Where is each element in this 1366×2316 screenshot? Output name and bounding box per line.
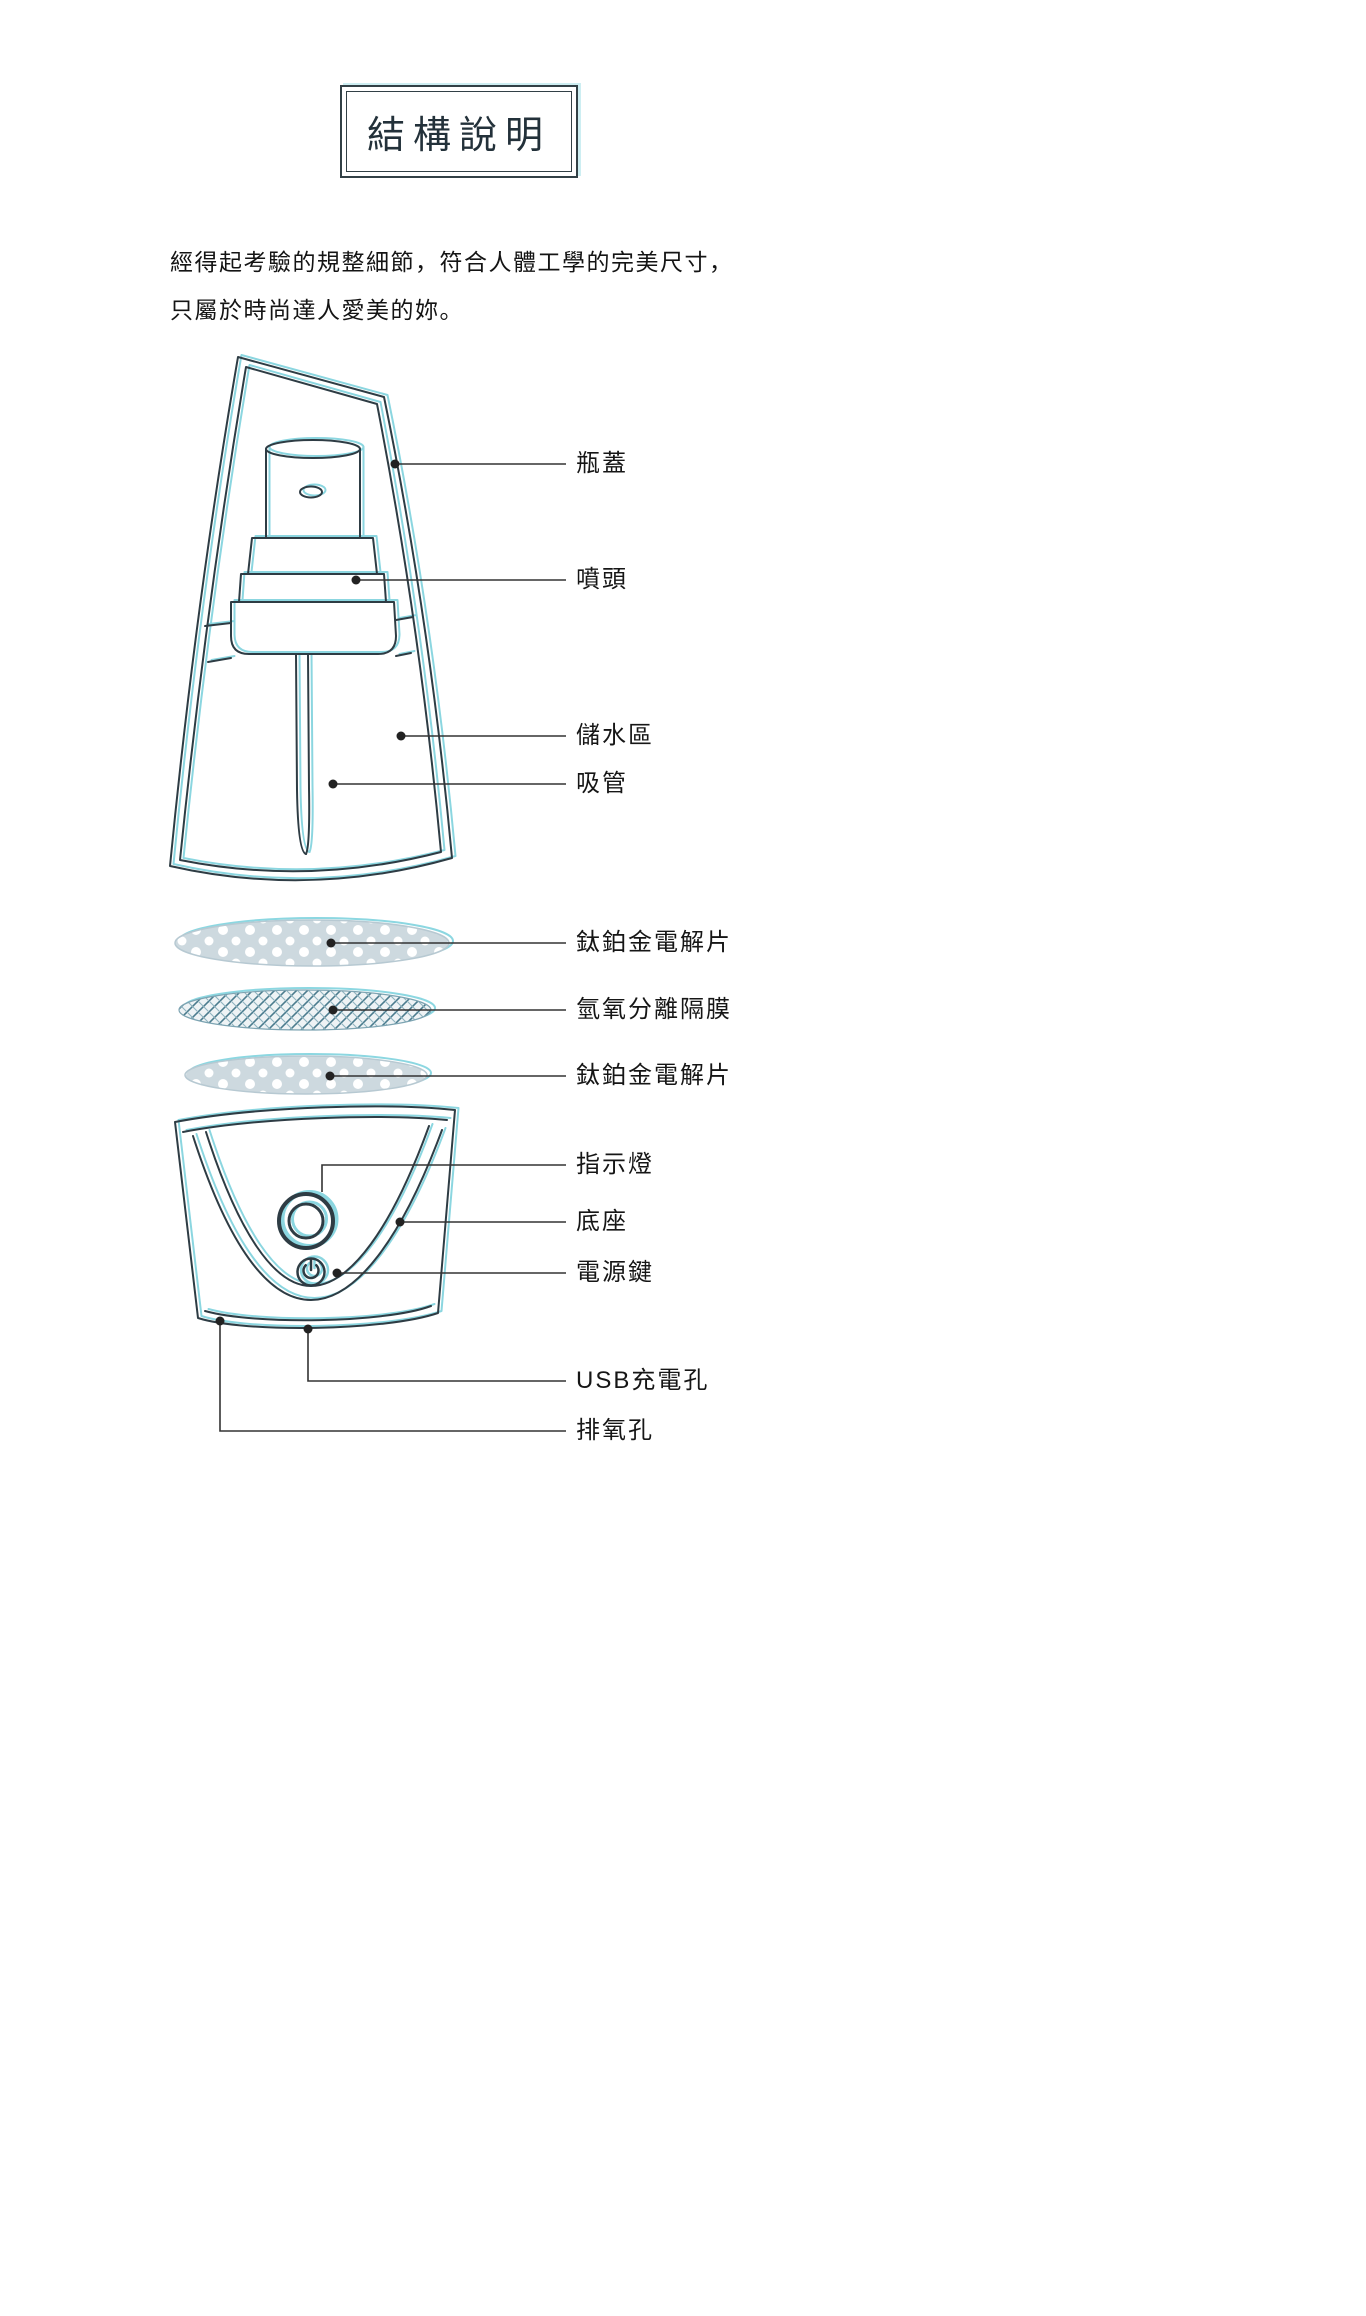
part-label-spray-nozzle: 噴頭: [576, 566, 628, 593]
section-title-box: 結構說明: [340, 85, 578, 178]
intro-paragraph: 經得起考驗的規整細節，符合人體工學的完美尺寸， 只屬於時尚達人愛美的妳。: [170, 238, 810, 334]
part-label-usb-port: USB充電孔: [576, 1367, 710, 1394]
diagram-art-ghost: [171, 353, 461, 1329]
part-label-electrolysis-lower: 鈦鉑金電解片: [576, 1062, 732, 1089]
intro-line-2: 只屬於時尚達人愛美的妳。: [170, 297, 464, 323]
leader-dots: [215, 459, 406, 1334]
part-label-separation-membrane: 氫氧分離隔膜: [576, 996, 732, 1023]
electrolysis-disc-lower: [184, 1053, 432, 1095]
part-label-electrolysis-upper: 鈦鉑金電解片: [576, 929, 732, 956]
page-title: 結構說明: [366, 115, 551, 157]
membrane-disc: [178, 987, 436, 1031]
part-label-indicator-light: 指示燈: [576, 1151, 654, 1178]
part-label-power-button: 電源鍵: [576, 1259, 654, 1286]
part-label-water-reservoir: 儲水區: [576, 722, 654, 749]
intro-line-1: 經得起考驗的規整細節，符合人體工學的完美尺寸，: [170, 249, 734, 275]
part-label-bottle-cap: 瓶蓋: [576, 450, 628, 477]
section-title-inner-border: 結構說明: [346, 91, 572, 172]
leader-lines: [219, 463, 566, 1432]
part-label-oxygen-vent: 排氧孔: [576, 1417, 654, 1444]
part-label-base: 底座: [576, 1208, 628, 1235]
electrolysis-disc-upper: [174, 917, 454, 967]
part-label-suction-tube: 吸管: [576, 770, 628, 797]
